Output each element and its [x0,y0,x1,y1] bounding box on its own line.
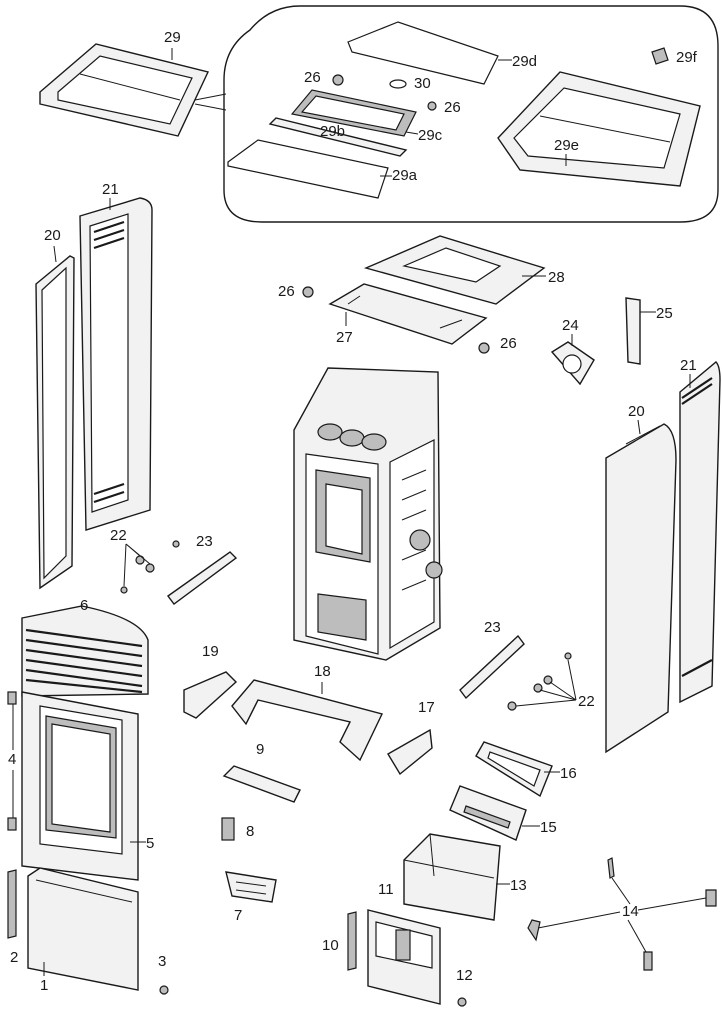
screw-26-top [332,74,344,86]
plate-29d [347,21,499,85]
label-29e: 29e [554,137,579,154]
label-1: 1 [40,977,48,994]
door-frame-5 [21,691,139,881]
leader-22-left [123,543,151,587]
bar-29b [268,117,408,157]
leader-22-right [515,659,577,707]
label-23-right: 23 [484,619,501,636]
label-9: 9 [256,741,264,758]
side-panel-21-left [79,197,153,531]
label-3: 3 [158,953,166,970]
label-29b: 29b [320,123,345,140]
label-29: 29 [164,29,181,46]
label-26-b: 26 [444,99,461,116]
lower-door-11 [367,909,441,1005]
label-16: 16 [560,765,577,782]
screw-26-mid-right [478,342,490,354]
label-27: 27 [336,329,353,346]
burn-pot-7 [225,871,277,903]
screw-3 [159,985,169,995]
bracket-23-right [459,634,525,700]
label-20-right: 20 [628,403,645,420]
callout-pointer [194,93,227,111]
plate-27 [328,283,488,345]
label-2: 2 [10,949,18,966]
label-6: 6 [80,597,88,614]
clip-29f [651,47,669,65]
front-door-1 [27,867,139,991]
label-30: 30 [414,75,431,92]
label-19: 19 [202,643,219,660]
glass-29a [227,139,389,199]
bracket-19 [183,671,238,719]
leader-29c [405,131,419,135]
screw-26-mid-left [302,286,314,298]
label-26-a: 26 [304,69,321,86]
switch-8 [221,817,235,841]
bar-9 [222,765,301,803]
label-7: 7 [234,907,242,924]
label-4: 4 [8,751,16,768]
label-26-c: 26 [278,283,295,300]
side-panel-21-right [679,361,721,704]
front-grille-6 [21,605,149,697]
label-11: 11 [378,881,394,898]
label-8: 8 [246,823,254,840]
bracket-23-left [167,551,238,605]
label-10: 10 [322,937,339,954]
bracket-17 [387,728,433,776]
label-29f: 29f [676,49,698,66]
label-29c: 29c [418,127,443,144]
label-28: 28 [548,269,565,286]
screw-12 [457,997,467,1007]
label-20-left: 20 [44,227,61,244]
flue-gasket-24 [550,341,595,386]
leader-20-right [637,419,641,435]
label-26-d: 26 [500,335,517,352]
side-panel-20-right [605,423,677,754]
top-frame-29e [497,71,701,187]
side-panel-20-left [35,255,75,590]
washer-30 [389,79,407,89]
label-15: 15 [540,819,557,836]
label-22-right: 22 [578,693,595,710]
label-29a: 29a [392,167,418,184]
label-13: 13 [510,877,527,894]
label-12: 12 [456,967,473,984]
screw-26-right [427,101,437,111]
ash-drawer-13 [403,833,501,921]
label-29d: 29d [512,53,537,70]
label-17: 17 [418,699,435,716]
frame-16 [475,741,553,798]
label-21-right: 21 [680,357,697,374]
label-14: 14 [622,903,639,920]
label-24: 24 [562,317,579,334]
bracket-25 [625,297,641,365]
label-18: 18 [314,663,331,680]
bracket-10 [347,911,357,971]
top-plate-28 [363,235,546,305]
hinges-4 [7,691,17,831]
hinge-2 [7,869,17,939]
stove-body-frame [293,367,443,661]
label-23-left: 23 [196,533,213,550]
support-18 [231,679,383,762]
plate-15 [449,785,527,841]
label-25: 25 [656,305,673,322]
label-21-left: 21 [102,181,119,198]
screws-22-left [120,540,180,594]
leader-20-left [53,245,57,263]
label-22-left: 22 [110,527,127,544]
feet-14 [527,857,717,971]
gasket-29c [290,89,417,137]
top-frame-29 [39,43,209,137]
label-5: 5 [146,835,154,852]
leader-14 [537,877,707,953]
